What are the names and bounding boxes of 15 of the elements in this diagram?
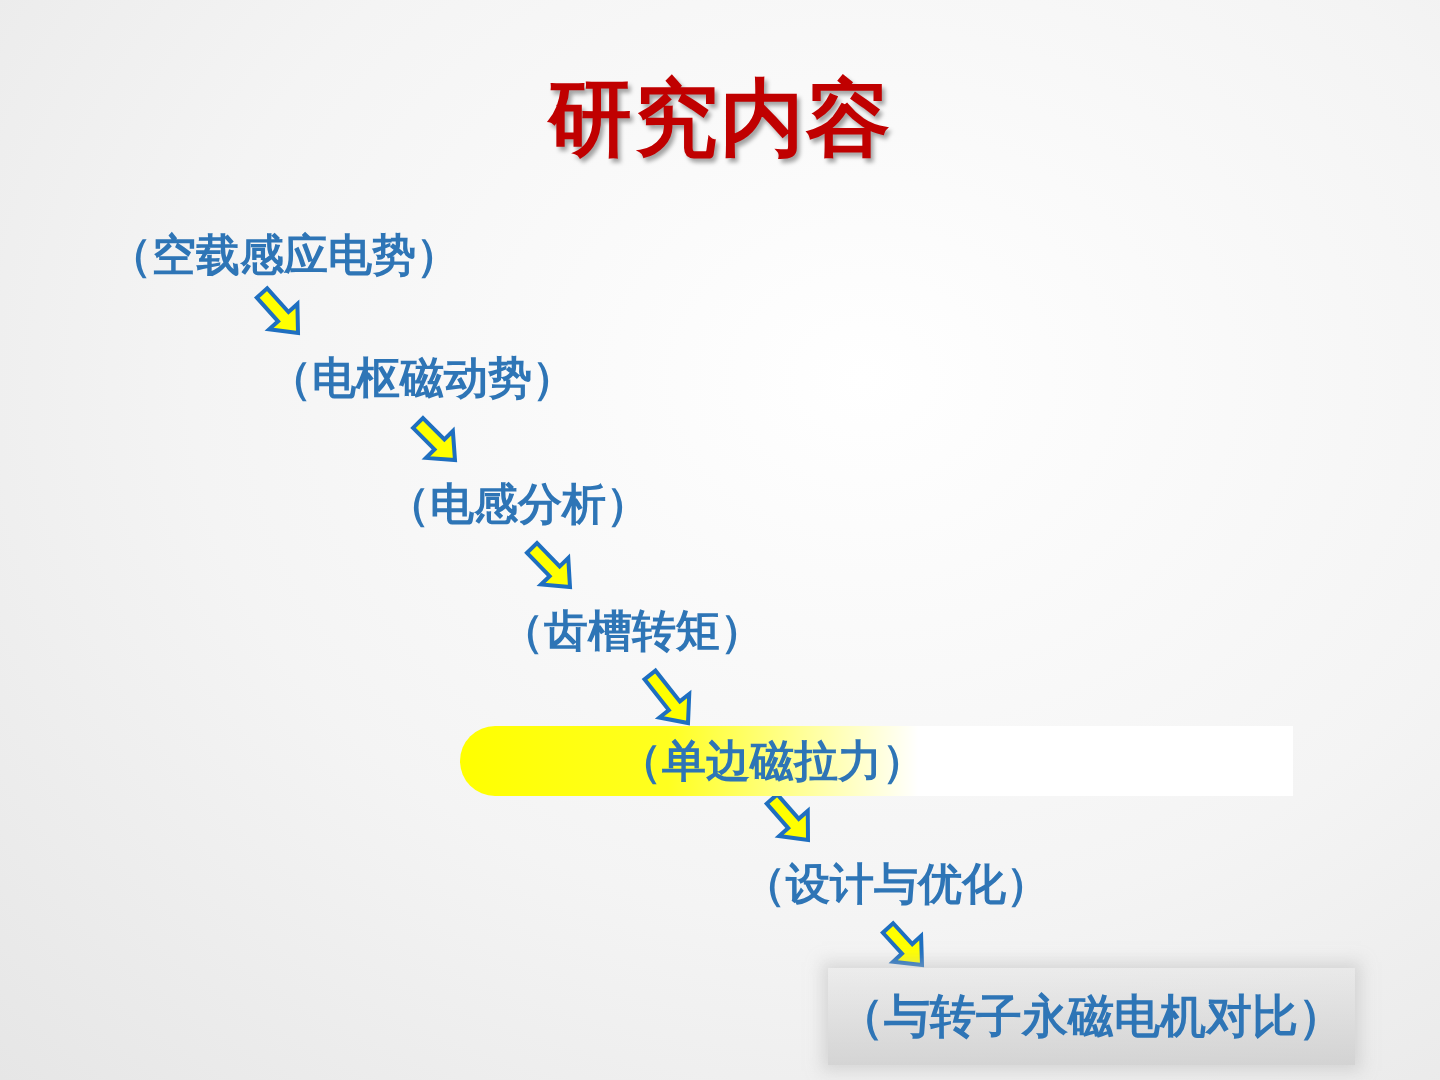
down-arrow bbox=[524, 540, 573, 590]
step-label: （设计与优化） bbox=[742, 859, 1050, 909]
down-arrow bbox=[641, 667, 692, 726]
down-arrow bbox=[253, 285, 301, 336]
step-label: （齿槽转矩） bbox=[500, 606, 764, 656]
highlight-band bbox=[460, 726, 1293, 796]
step-label: （电感分析） bbox=[386, 479, 650, 529]
step-label: （与转子永磁电机对比） bbox=[838, 991, 1344, 1042]
slide-title: 研究内容 bbox=[546, 68, 893, 169]
down-arrow bbox=[880, 920, 925, 968]
step-label: （单边磁拉力） bbox=[618, 736, 926, 786]
highlight-band bbox=[828, 968, 1355, 1065]
step-label: （电枢磁动势） bbox=[268, 353, 576, 403]
down-arrow bbox=[410, 415, 458, 463]
step-label: （空载感应电势） bbox=[108, 230, 460, 280]
